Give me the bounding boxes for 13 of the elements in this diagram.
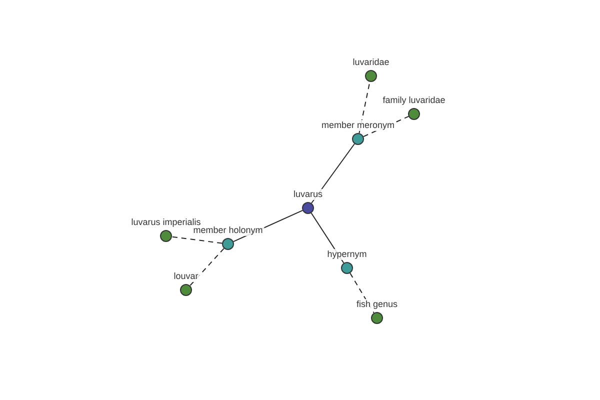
node-label: luvarus xyxy=(292,189,324,200)
dashed-connector xyxy=(350,272,374,314)
dashed-connector xyxy=(171,236,223,244)
dashed-connector xyxy=(358,81,370,134)
node-label: fish genus xyxy=(355,299,399,310)
node-label: member meronym xyxy=(320,120,396,131)
node-label: louvar xyxy=(172,271,200,282)
node-label: member holonym xyxy=(192,225,264,236)
node-label: hypernym xyxy=(326,249,368,260)
dashed-connector xyxy=(190,248,224,286)
node-label: luvarus imperialis xyxy=(130,217,202,228)
node-label: luvaridae xyxy=(352,57,390,68)
node-label: family luvaridae xyxy=(382,95,446,106)
